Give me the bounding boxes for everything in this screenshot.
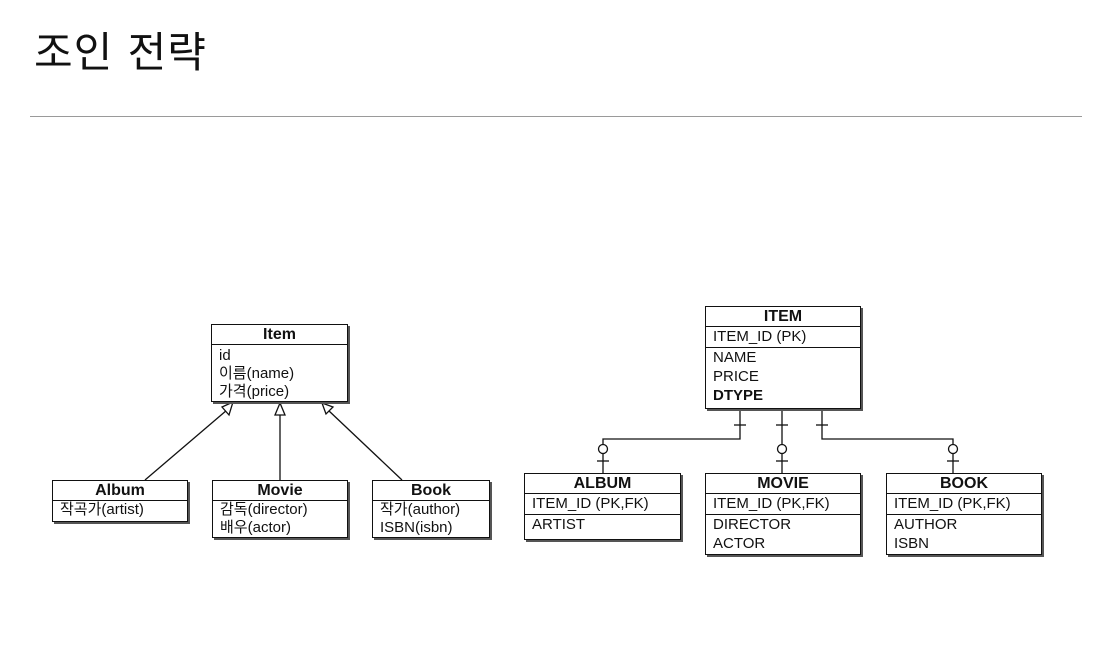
- page-title: 조인 전략: [34, 28, 207, 77]
- erd-book-column: AUTHOR: [894, 516, 958, 533]
- album-inherit-arrowhead: [220, 400, 235, 417]
- uml-item-class: Item id 이름(name) 가격(price): [211, 324, 348, 402]
- erd-album-table-name: ALBUM: [525, 474, 680, 494]
- erd-book-table-name: BOOK: [887, 474, 1041, 494]
- album-relation-line: [602, 409, 741, 473]
- erd-item-column: NAME: [713, 349, 757, 366]
- uml-book-field: ISBN(isbn): [380, 519, 453, 536]
- erd-movie-pk: ITEM_ID (PK,FK): [713, 495, 830, 512]
- uml-album-class: Album 작곡가(artist): [52, 480, 188, 522]
- erd-item-pk: ITEM_ID (PK): [713, 328, 807, 345]
- uml-movie-class: Movie 감독(director) 배우(actor): [212, 480, 348, 538]
- erd-album-column: ARTIST: [532, 516, 586, 533]
- uml-album-field: 작곡가(artist): [60, 501, 144, 518]
- book-zero-mark: [947, 443, 959, 455]
- book-inherit-arrowhead: [320, 401, 335, 416]
- uml-book-field: 작가(author): [380, 501, 461, 518]
- book-relation-line: [821, 409, 954, 473]
- uml-item-class-name: Item: [212, 325, 347, 345]
- title-divider: [30, 116, 1082, 117]
- erd-book-table: BOOK ITEM_ID (PK,FK) AUTHOR ISBN: [886, 473, 1042, 555]
- erd-item-table: ITEM ITEM_ID (PK) NAME PRICE DTYPE: [705, 306, 861, 409]
- erd-item-table-name: ITEM: [706, 307, 860, 327]
- erd-album-table: ALBUM ITEM_ID (PK,FK) ARTIST: [524, 473, 681, 540]
- erd-book-pk: ITEM_ID (PK,FK): [894, 495, 1011, 512]
- uml-movie-field: 배우(actor): [220, 519, 291, 536]
- uml-item-field: 가격(price): [219, 383, 290, 400]
- erd-album-pk: ITEM_ID (PK,FK): [532, 495, 649, 512]
- uml-album-class-name: Album: [53, 481, 187, 501]
- uml-movie-class-name: Movie: [213, 481, 347, 501]
- book-inherits-line: [327, 409, 403, 481]
- erd-movie-table-name: MOVIE: [706, 474, 860, 494]
- movie-zero-mark: [776, 443, 788, 455]
- album-inherits-line: [144, 409, 228, 481]
- uml-item-field: 이름(name): [219, 365, 295, 382]
- movie-inherit-arrowhead: [274, 401, 286, 416]
- uml-book-class: Book 작가(author) ISBN(isbn): [372, 480, 490, 538]
- erd-book-column: ISBN: [894, 535, 930, 552]
- erd-movie-column: ACTOR: [713, 535, 766, 552]
- uml-item-field: id: [219, 347, 231, 364]
- erd-movie-table: MOVIE ITEM_ID (PK,FK) DIRECTOR ACTOR: [705, 473, 861, 555]
- uml-movie-field: 감독(director): [220, 501, 308, 518]
- album-zero-mark: [597, 443, 609, 455]
- erd-movie-column: DIRECTOR: [713, 516, 792, 533]
- erd-item-column: PRICE: [713, 368, 759, 385]
- erd-item-discriminator-column: DTYPE: [713, 387, 764, 404]
- uml-book-class-name: Book: [373, 481, 489, 501]
